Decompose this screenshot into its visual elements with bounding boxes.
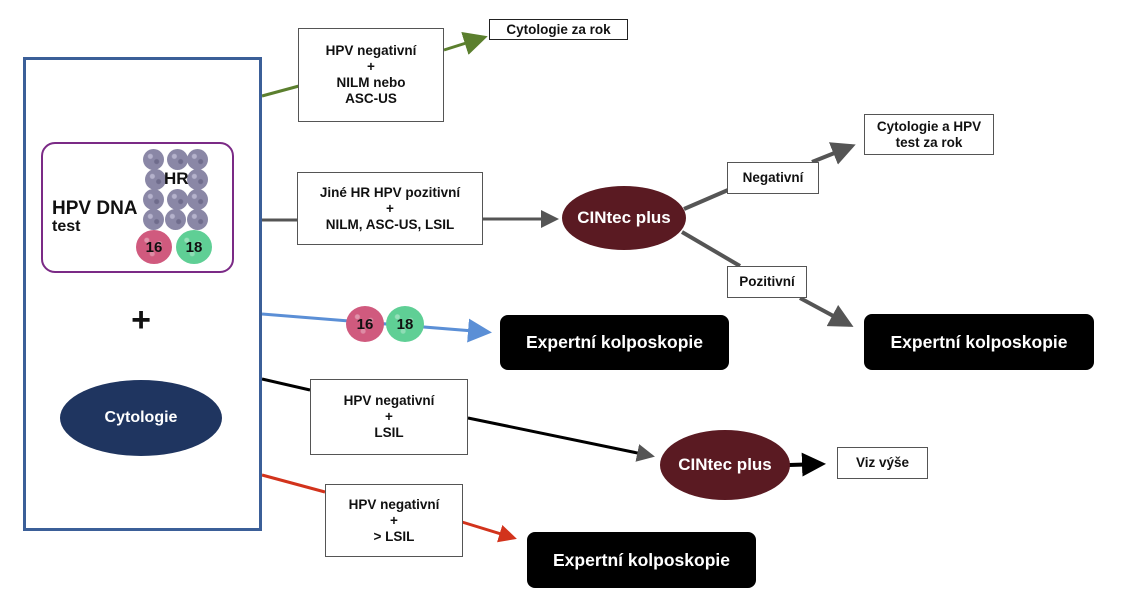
branch4-outcome-box: Viz výše (837, 447, 928, 479)
branch1-condition-plus: + (367, 59, 375, 74)
branch2-cintec-ellipse: CINtec plus (562, 186, 686, 250)
connector-branch1-out (443, 31, 488, 55)
virus-particle-icon (187, 169, 208, 190)
negative-outcome-line2: test za rok (895, 134, 963, 150)
negative-label: Negativní (742, 170, 804, 185)
branch2-cintec-label: CINtec plus (577, 208, 671, 227)
connector-negative-in (683, 188, 729, 211)
positive-label: Pozitivní (739, 274, 795, 289)
branch1-condition-line3: ASC-US (345, 91, 397, 106)
hpv18-label: 18 (185, 238, 203, 256)
branch4-condition-plus: + (385, 409, 393, 424)
hpv-dna-title: HPV DNA (52, 198, 138, 219)
connector-branch5-out (461, 520, 517, 543)
branch4-cintec-ellipse: CINtec plus (660, 430, 790, 500)
virus-particle-icon (187, 189, 208, 210)
branch5-outcome-box: Expertní kolposkopie (527, 532, 756, 588)
branch1-outcome: Cytologie za rok (506, 21, 611, 37)
connector-branch1-in (261, 84, 300, 98)
negative-label-box: Negativní (727, 162, 819, 194)
connector-positive-out (799, 296, 854, 327)
branch5-condition-line2: > LSIL (373, 528, 415, 544)
branch1-condition-box: HPV negativní + NILM nebo ASC-US (298, 28, 444, 122)
branch4-outcome: Viz výše (855, 455, 910, 470)
connector-negative-out (811, 142, 856, 165)
hpv-dna-subtitle: test (52, 218, 81, 235)
virus-particle-icon (165, 209, 186, 230)
virus-particle-icon (143, 189, 164, 210)
branch1-condition-line2: NILM nebo (336, 75, 406, 90)
branch3-hpv16-label: 16 (356, 315, 374, 333)
virus-particle-icon (145, 169, 166, 190)
hr-label: HR (164, 169, 189, 188)
positive-label-box: Pozitivní (727, 266, 807, 298)
branch2-condition-line1: Jiné HR HPV pozitivní (319, 184, 461, 200)
branch5-condition-box: HPV negativní + > LSIL (325, 484, 463, 557)
virus-particle-icon (143, 149, 164, 170)
positive-outcome: Expertní kolposkopie (890, 331, 1068, 352)
branch4-condition-line2: LSIL (374, 425, 404, 440)
negative-outcome-box: Cytologie a HPV test za rok (864, 114, 994, 155)
screening-panel (23, 57, 262, 531)
negative-outcome-line1: Cytologie a HPV (876, 118, 982, 134)
branch1-condition-line1: HPV negativní (325, 43, 417, 58)
positive-outcome-box: Expertní kolposkopie (864, 314, 1094, 370)
hr-virus-grid: HR (143, 149, 213, 230)
branch5-condition-plus: + (390, 512, 398, 528)
hpv-dna-test-label: HPV DNA test (52, 198, 138, 236)
virus-particle-icon (143, 209, 164, 230)
branch4-condition-line1: HPV negativní (343, 393, 435, 408)
branch5-outcome: Expertní kolposkopie (553, 549, 730, 570)
branch4-cintec-label: CINtec plus (678, 455, 772, 474)
hpv16-label: 16 (145, 238, 163, 256)
virus-particle-icon (187, 209, 208, 230)
branch3-outcome-box: Expertní kolposkopie (500, 315, 729, 370)
cytology-label: Cytologie (104, 409, 178, 426)
connector-positive-in (680, 230, 742, 268)
plus-sign: + (131, 301, 151, 339)
branch3-hpv18-label: 18 (396, 315, 414, 333)
branch2-condition-plus: + (386, 200, 394, 216)
branch3-hpv16-icon: 16 (346, 306, 384, 342)
branch3-hpv18-icon: 18 (386, 306, 424, 342)
branch1-outcome-box: Cytologie za rok (489, 19, 628, 40)
branch4-condition-box: HPV negativní + LSIL (310, 379, 468, 455)
connector-branch4-out (467, 416, 655, 462)
virus-particle-icon (167, 189, 188, 210)
virus-particle-icon (187, 149, 208, 170)
connector-branch4-in (261, 377, 311, 392)
hpv16-virus-icon: 16 (136, 230, 172, 264)
branch3-outcome: Expertní kolposkopie (526, 332, 703, 352)
branch2-condition-line2: NILM, ASC-US, LSIL (325, 216, 455, 232)
connector-viz-vyse (788, 452, 826, 477)
branch2-condition-box: Jiné HR HPV pozitivní + NILM, ASC-US, LS… (297, 172, 483, 245)
cytology-ellipse: Cytologie (60, 380, 222, 456)
connector-branch5-in (261, 473, 326, 494)
virus-particle-icon (167, 149, 188, 170)
hpv18-virus-icon: 18 (176, 230, 212, 264)
branch5-condition-line1: HPV negativní (348, 496, 440, 512)
